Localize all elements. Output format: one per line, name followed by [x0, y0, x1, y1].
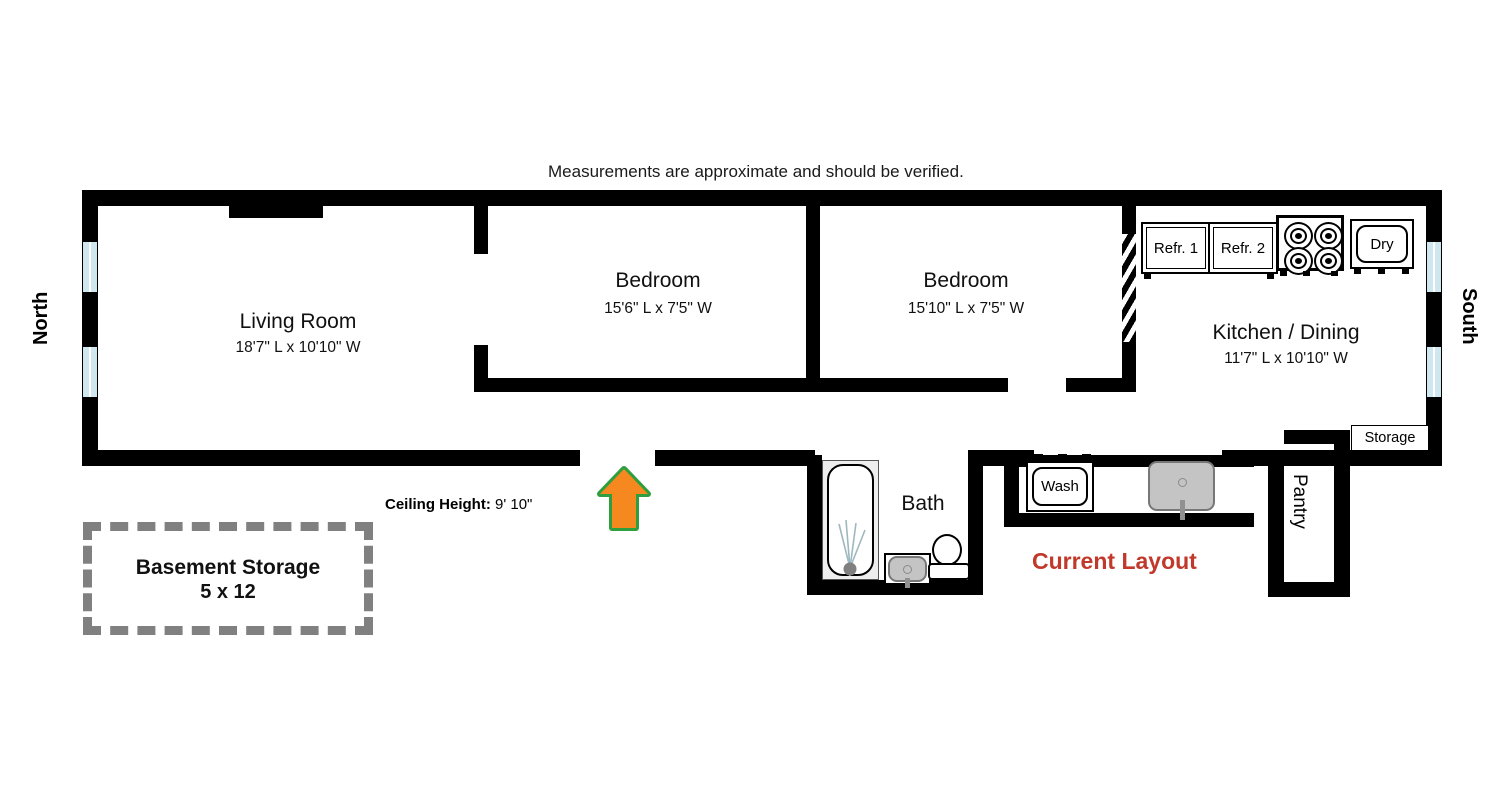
basement-storage-title: Basement Storage: [135, 556, 321, 579]
compass-label-south: South: [1458, 288, 1480, 345]
appliance-foot: [1331, 271, 1338, 276]
appliance-label: Wash: [1041, 478, 1079, 495]
appliance-foot: [1267, 274, 1274, 279]
pantry-wall-right: [1334, 430, 1350, 597]
washer-tab: [1034, 454, 1043, 459]
room-label-bedroom-2: Bedroom: [923, 269, 1009, 292]
pantry-wall-left: [1268, 452, 1284, 597]
storage-tag: Storage: [1351, 425, 1429, 451]
ceiling-height-label: Ceiling Height:: [385, 496, 491, 513]
partition-bedroom2-bottom: [806, 378, 1008, 392]
partition-kitchen-bottom-jog: [1066, 378, 1136, 392]
room-dims-living-room: 18'7" L x 10'10" W: [235, 339, 361, 356]
compass-label-north: North: [30, 291, 52, 345]
appliance-dryer[interactable]: Dry: [1350, 219, 1414, 269]
bath-sink-drain: [903, 565, 912, 574]
room-dims-kitchen: 11'7" L x 10'10" W: [1224, 350, 1348, 367]
appliance-label: Refr. 2: [1220, 239, 1266, 257]
appliance-label: Refr. 1: [1153, 239, 1199, 257]
basement-storage-size: 5 x 12: [200, 581, 256, 603]
room-dims-bedroom-1: 15'6" L x 7'5" W: [604, 300, 712, 317]
appliance-foot: [1303, 271, 1310, 276]
stove-burner: [1284, 247, 1313, 275]
window-south-lower: [1427, 345, 1441, 399]
exterior-wall-bottom-kitchen: [1222, 450, 1442, 466]
bath-sink-stem: [905, 578, 910, 588]
exterior-wall-bottom-left: [82, 450, 580, 466]
room-dims-bedroom-2: 15'10" L x 7'5" W: [907, 300, 1025, 317]
toilet-bowl: [932, 534, 962, 566]
pantry-wall-top-shelf: [1284, 430, 1350, 444]
window-north-lower: [83, 345, 97, 399]
appliance-foot: [1144, 274, 1151, 279]
ceiling-height-value: 9' 10": [495, 496, 533, 513]
stove-burner: [1284, 222, 1313, 250]
room-label-kitchen: Kitchen / Dining: [1212, 321, 1360, 344]
appliance-refrigerator-1[interactable]: Refr. 1: [1141, 222, 1211, 274]
exterior-wall-left: [82, 190, 98, 466]
bath-wall-right: [968, 455, 983, 595]
appliance-foot: [1354, 269, 1361, 274]
appliance-foot: [1378, 269, 1385, 274]
washer-tab: [1082, 454, 1091, 459]
stair-closet-hatch: [1122, 234, 1136, 342]
appliance-refrigerator-2[interactable]: Refr. 2: [1208, 222, 1278, 274]
appliance-stove[interactable]: [1276, 215, 1344, 275]
stove-burner: [1314, 247, 1343, 275]
toilet-tank: [928, 563, 970, 580]
exterior-wall-bottom-hall: [655, 450, 815, 466]
basement-storage-box: [83, 522, 373, 635]
appliance-washer[interactable]: Wash: [1026, 461, 1094, 512]
direction-arrow-icon: [596, 466, 652, 536]
current-layout-caption: Current Layout: [1032, 548, 1197, 574]
exterior-wall-top: [82, 190, 1442, 206]
bath-wall-left: [807, 455, 822, 595]
appliance-foot: [1280, 271, 1287, 276]
utility-sink-drain: [1178, 478, 1187, 487]
bath-wall-bottom: [807, 580, 983, 595]
bathtub: [827, 464, 874, 576]
partition-bedroom1-bottom: [474, 378, 809, 392]
room-label-pantry: Pantry: [1289, 474, 1310, 529]
room-label-bedroom-1: Bedroom: [615, 269, 701, 292]
washer-tab: [1058, 454, 1067, 459]
window-south-upper: [1427, 240, 1441, 294]
appliance-label: Dry: [1370, 235, 1394, 253]
structural-column-top: [229, 206, 323, 218]
measurements-disclaimer: Measurements are approximate and should …: [548, 162, 964, 181]
room-label-living-room: Living Room: [239, 310, 357, 333]
room-label-bath: Bath: [901, 492, 945, 515]
laundry-wall-left: [1004, 455, 1019, 525]
storage-tag-label: Storage: [1364, 430, 1416, 446]
stove-burner: [1314, 222, 1343, 250]
partition-living-bedroom1-upper: [474, 206, 488, 254]
laundry-wall-bottom: [1004, 513, 1254, 527]
utility-sink-stem: [1180, 500, 1185, 520]
partition-bedroom2-kitchen-top: [1122, 206, 1136, 234]
shower-spray-icon: [838, 519, 866, 576]
window-north-upper: [83, 240, 97, 294]
appliance-foot: [1402, 269, 1409, 274]
ceiling-height-note: Ceiling Height: 9' 10": [385, 496, 532, 513]
pantry-wall-bottom: [1268, 582, 1350, 597]
partition-bedroom1-bedroom2: [806, 206, 820, 392]
